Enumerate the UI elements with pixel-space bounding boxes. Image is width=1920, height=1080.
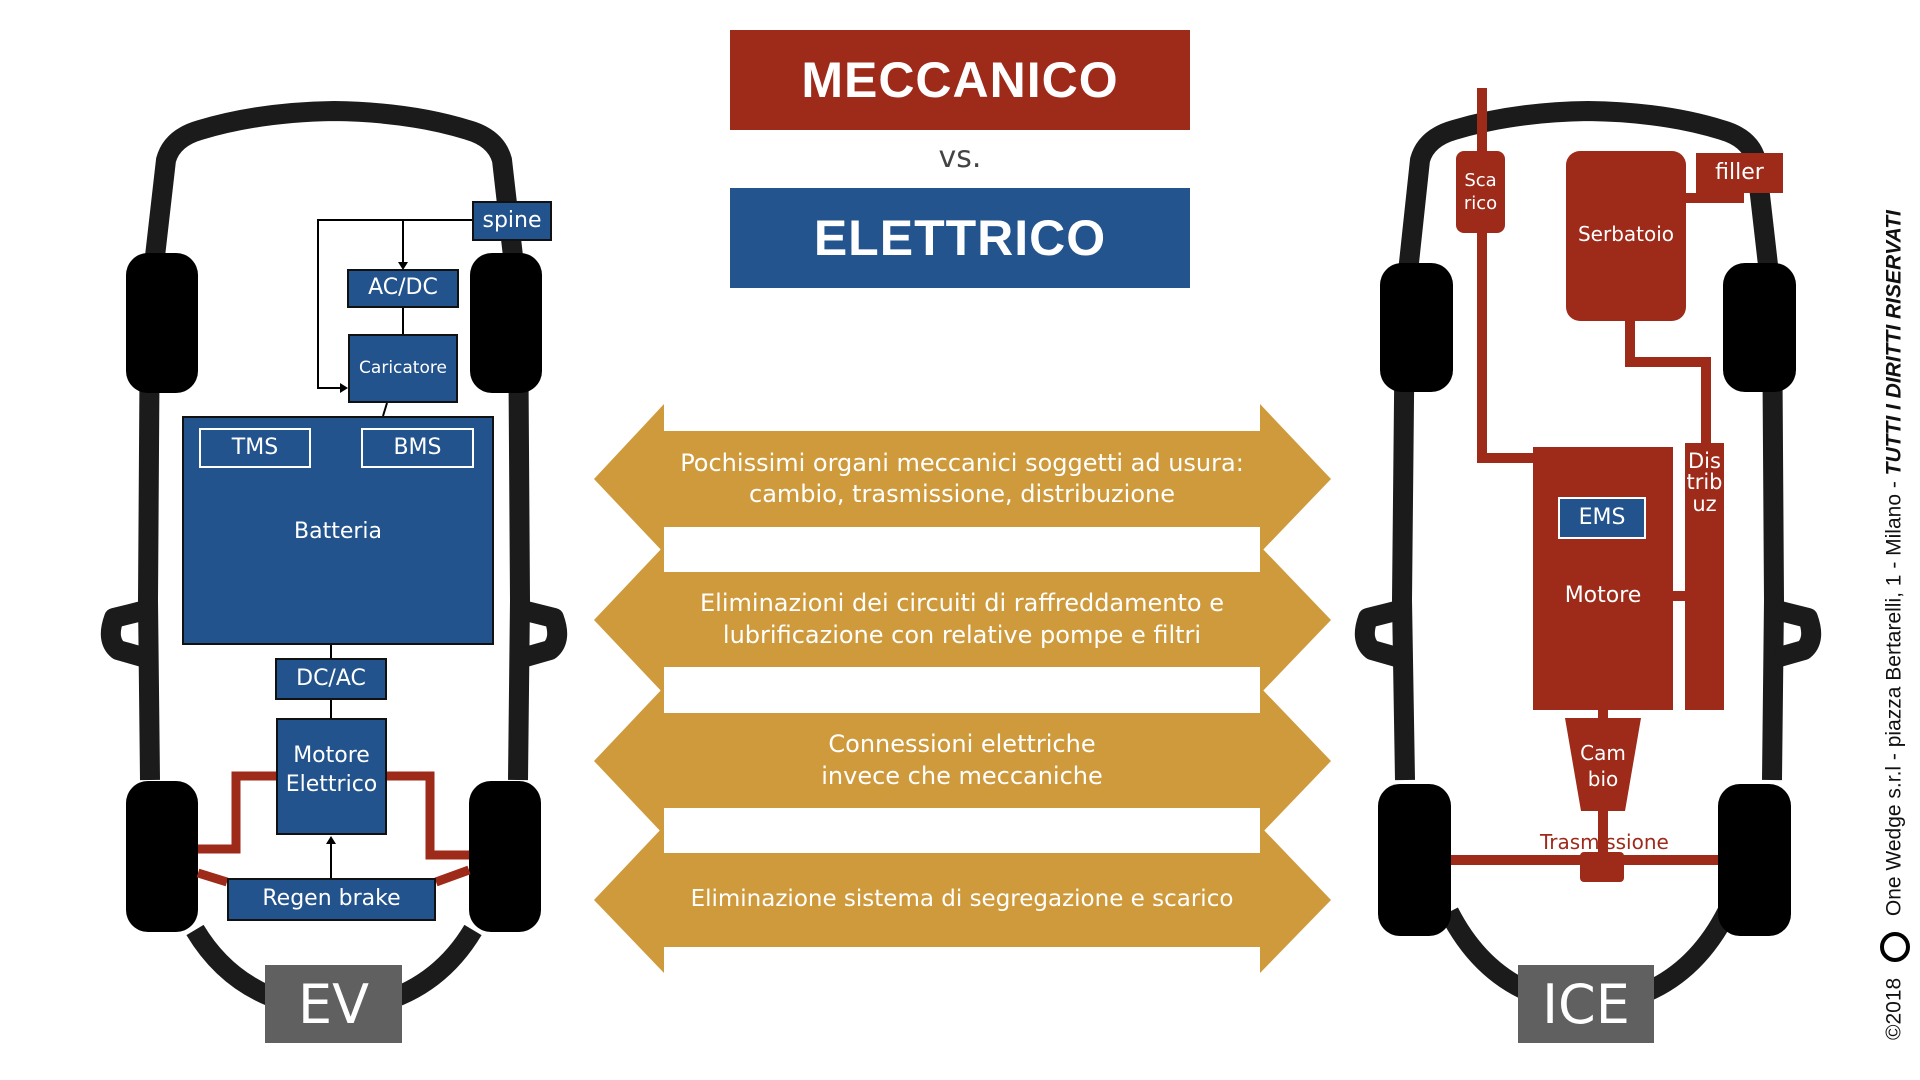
arrow-shape-3	[594, 687, 1331, 835]
arrow-text-3: Connessioni elettriche invece che meccan…	[821, 730, 1103, 790]
ice-wheel-rear-left	[1378, 784, 1451, 936]
ev-label: EV	[265, 965, 402, 1043]
ice-wheel-rear-right	[1718, 784, 1791, 936]
title-meccanico: MECCANICO	[730, 30, 1190, 130]
benefit-arrows	[594, 404, 1331, 973]
arrow-text-1: Pochissimi organi meccanici soggetti ad …	[680, 448, 1244, 508]
arrow-shape-4	[594, 826, 1331, 973]
tank-to-timing	[1625, 321, 1711, 443]
rights-reserved: TUTTI I DIRITTI RISERVATI	[1882, 210, 1906, 476]
ev-wheel-front-right	[470, 253, 542, 393]
title-elettrico: ELETTRICO	[730, 188, 1190, 288]
company-logo-icon	[1880, 931, 1910, 962]
ice-timing-box: Distribuz	[1685, 443, 1724, 710]
tank-to-filler	[1686, 193, 1744, 203]
ev-wheels	[126, 253, 542, 932]
ev-wheel-rear-left	[126, 781, 198, 932]
ice-wheel-front-left	[1380, 263, 1453, 392]
ice-ems-box: EMS	[1558, 497, 1646, 539]
ev-wheel-rear-right	[469, 781, 541, 932]
ice-label: ICE	[1518, 965, 1654, 1043]
transmission-box	[1580, 852, 1624, 882]
ice-wheels	[1378, 263, 1796, 936]
ev-charger-box: Caricatore	[348, 334, 458, 403]
ice-wheel-front-right	[1723, 263, 1796, 392]
ev-arrowheads	[326, 262, 408, 844]
arrow-text-2: Eliminazioni dei circuiti di raffreddame…	[700, 589, 1224, 649]
ev-acdc-box: AC/DC	[347, 269, 459, 308]
ice-tank-box: Serbatoio	[1566, 151, 1686, 321]
ice-filler-box: filler	[1696, 153, 1783, 193]
ev-spine-box: spine	[472, 201, 552, 241]
arrow-text-4: Eliminazione sistema di segregazione e s…	[690, 886, 1234, 913]
company-address: One Wedge s.r.l - piazza Bertarelli, 1 -…	[1882, 475, 1906, 917]
ice-transmission-label: Trasmissione	[1540, 830, 1669, 854]
gearbox-shape	[1565, 718, 1641, 811]
ev-battery-box: Batteria	[182, 416, 494, 645]
ev-motor-box: Motore Elettrico	[276, 718, 387, 835]
ev-dcac-box: DC/AC	[275, 658, 387, 700]
versus-label: vs.	[938, 140, 982, 175]
copyright-footer: ©2018 One Wedge s.r.l - piazza Bertarell…	[1880, 210, 1910, 1040]
arrow-shape-1	[594, 404, 1331, 553]
ev-connectors	[317, 219, 472, 878]
ev-drive-shafts	[196, 771, 471, 887]
ice-exhaust-box: Sca rico	[1456, 151, 1505, 233]
ice-gearbox-label: Cam bio	[1580, 741, 1626, 791]
copyright-year: ©2018	[1882, 977, 1906, 1040]
ev-bms-box: BMS	[361, 428, 474, 468]
ev-body-outline	[140, 101, 530, 781]
ev-tms-box: TMS	[199, 428, 311, 468]
ev-battery-label: Batteria	[294, 519, 382, 544]
ev-wheel-front-left	[126, 253, 198, 393]
ice-engine-box: Motore	[1533, 447, 1673, 710]
ev-regen-brake-box: Regen brake	[227, 878, 436, 921]
arrow-shape-2	[594, 546, 1331, 694]
